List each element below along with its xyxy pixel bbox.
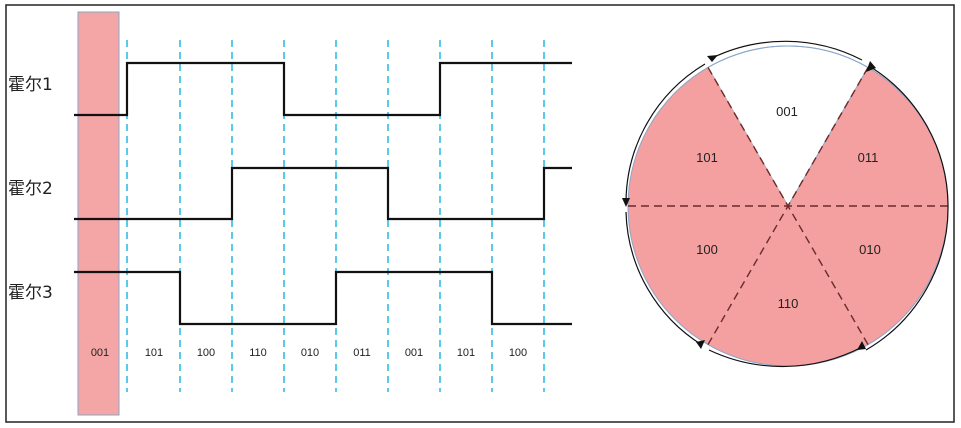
state-label-row: 001 101 100 110 010 011 001 101 100 [91,347,527,359]
state-label: 001 [91,347,109,359]
timing-gridlines [126,40,545,392]
state-label: 011 [353,347,371,359]
sector-divider [707,67,869,345]
sector-wedges [627,45,949,367]
state-label: 110 [249,347,267,359]
sector-label: 010 [859,242,881,257]
arc-arrow-left-lower [625,211,703,346]
arc-arrow-top [711,40,863,61]
hall3-waveform [74,270,572,326]
highlighted-state-column [77,11,120,416]
sector-wedge [788,67,948,206]
hall2-waveform [74,166,572,221]
sector-label: 001 [776,104,798,119]
arrowhead-top-left [707,55,718,62]
sector-wedge [628,67,788,206]
arc-arrow-right-upper [868,65,949,205]
sector-dividers [628,67,948,345]
state-label: 010 [301,347,319,359]
state-label: 100 [509,347,527,359]
arrowhead-top-right [866,61,876,72]
sector-label: 101 [696,150,718,165]
sector-wedge [628,206,788,345]
sector-wedge [708,206,868,366]
sector-label: 110 [778,296,799,311]
state-label: 001 [405,347,423,359]
state-label: 100 [197,347,215,359]
state-label: 101 [457,347,475,359]
arrowhead-bottom-left [696,340,705,349]
sector-wedge [788,206,948,345]
arc-arrow-bottom [708,346,863,368]
arrowhead-left [622,198,630,207]
rotor-sector-diagram: 001 011 010 110 100 101 [622,40,949,368]
state-label: 101 [145,347,163,359]
hall3-label: 霍尔3 [8,283,53,303]
hall-waveforms [74,61,572,326]
arrowhead-bottom-right [857,341,866,350]
hall1-waveform [74,61,572,117]
hall1-label: 霍尔1 [8,75,53,95]
hall2-label: 霍尔2 [8,179,53,199]
sector-label: 011 [858,150,879,165]
arc-arrow-right-lower [865,203,949,351]
sector-label: 100 [696,242,718,257]
arc-arrow-left-upper [625,63,706,203]
